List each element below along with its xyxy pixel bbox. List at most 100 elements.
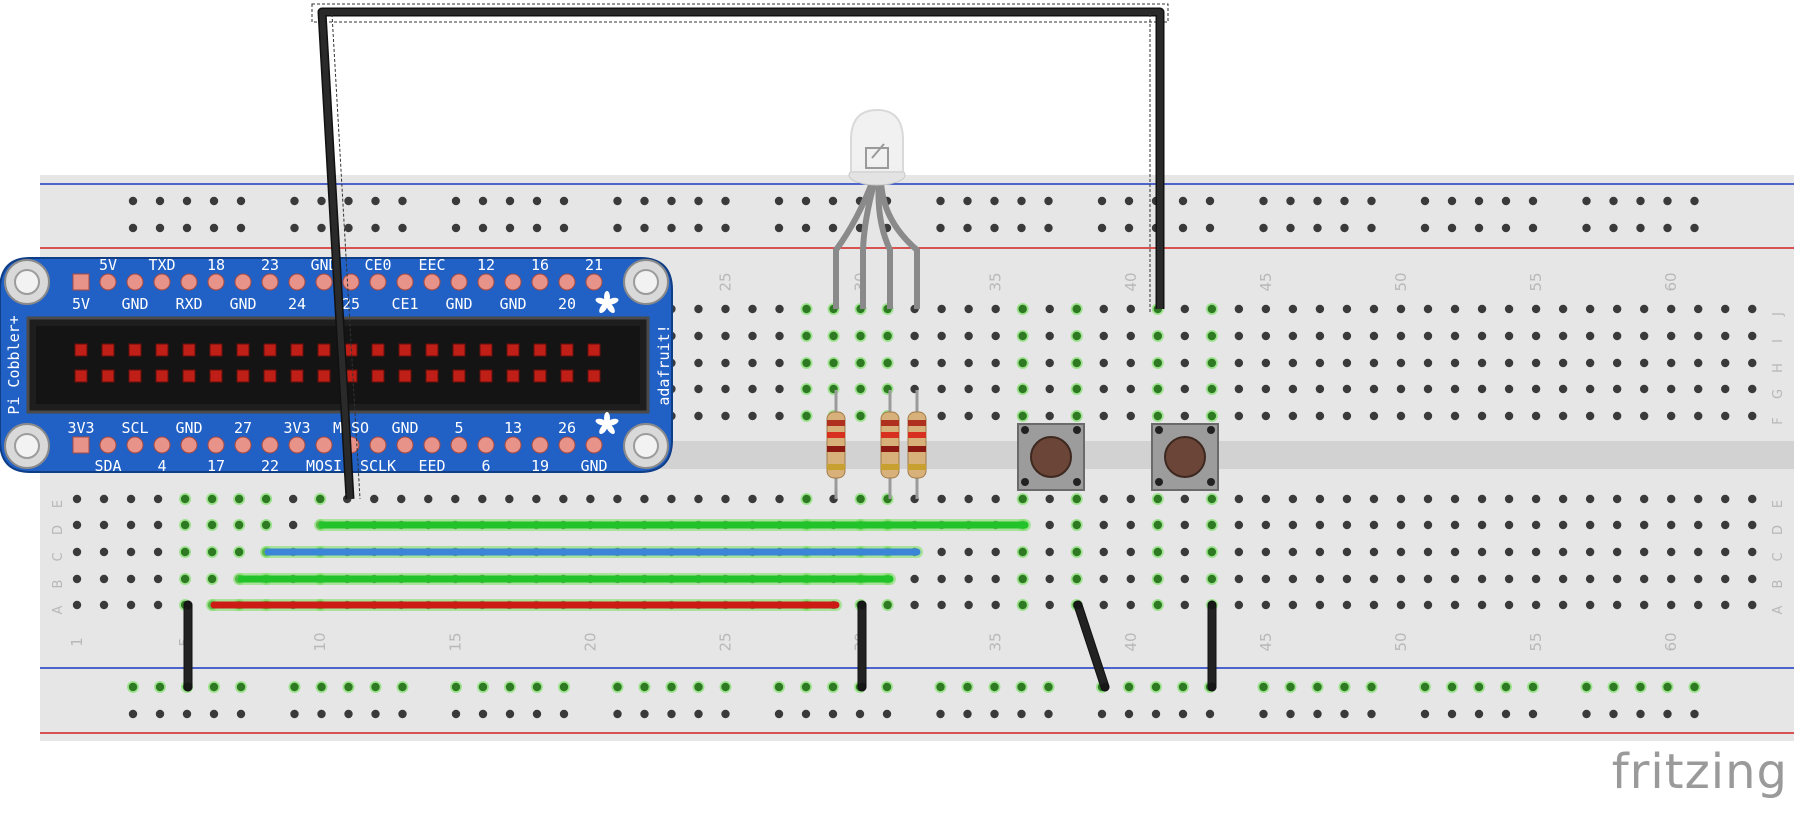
rail-hole (1286, 682, 1295, 692)
hole (1748, 358, 1757, 368)
hole (1477, 600, 1487, 610)
hole (72, 547, 82, 557)
row-label: J (1771, 312, 1786, 317)
rail-hole (1528, 709, 1538, 719)
hole (1531, 547, 1541, 557)
rail-hole (963, 682, 972, 692)
rail-hole (640, 682, 649, 692)
hole (1585, 547, 1595, 557)
hole (1099, 494, 1108, 504)
wire-black-2-end (857, 682, 867, 692)
rail-hole (209, 709, 219, 719)
hole (1504, 520, 1514, 530)
header-pin (128, 369, 142, 383)
rail-hole (371, 682, 380, 692)
hole (1369, 520, 1379, 530)
hole (694, 358, 703, 368)
rail-hole (1690, 196, 1699, 206)
rail-hole (640, 709, 649, 719)
hole (397, 494, 406, 504)
hole (1126, 600, 1135, 610)
rail-hole (1447, 223, 1457, 233)
hole (1099, 384, 1108, 394)
logo-petal (606, 423, 615, 435)
rail-hole (1124, 682, 1134, 692)
hole (1153, 547, 1163, 557)
hole (1315, 384, 1325, 394)
led-die (865, 143, 889, 169)
hole (1450, 411, 1460, 421)
rail-hole (128, 196, 138, 206)
hole (1045, 520, 1054, 530)
hole (1694, 331, 1703, 341)
cobbler-pin-label: 3V3 (283, 419, 310, 437)
resistor-1-band (827, 432, 845, 438)
rail-hole (721, 223, 730, 233)
cobbler-pin-label: CE1 (391, 295, 418, 313)
header-pin (533, 343, 547, 357)
rail-hole (478, 223, 488, 233)
cobbler-pin-label: TXD (148, 256, 175, 274)
hole (1423, 600, 1433, 610)
hole (910, 331, 919, 341)
header-pin (425, 369, 439, 383)
hole (1694, 358, 1703, 368)
header-pin (587, 369, 601, 383)
hole (1721, 547, 1730, 557)
hole (1180, 304, 1190, 314)
hole (1342, 304, 1352, 314)
rail-hole (559, 223, 569, 233)
cobbler-pin-label: EED (418, 457, 445, 475)
hole (1207, 384, 1217, 394)
hole (937, 358, 946, 368)
logo-petal (606, 418, 619, 426)
pad (558, 273, 576, 291)
header-pin (74, 369, 88, 383)
hole (1396, 494, 1406, 504)
rail-hole (936, 709, 945, 719)
hole (1369, 331, 1379, 341)
hole (1450, 304, 1460, 314)
hole (721, 411, 730, 421)
rail-hole (828, 682, 838, 692)
hole (1721, 520, 1730, 530)
hole (1666, 600, 1676, 610)
resistor-2-band (881, 464, 899, 470)
cobbler-pin-label: 17 (207, 457, 225, 475)
hole (1234, 304, 1244, 314)
hole (1748, 520, 1757, 530)
push-button-1-corner (1021, 478, 1029, 486)
rail-hole (1474, 223, 1484, 233)
hole (1018, 411, 1027, 421)
rail-hole (1044, 709, 1053, 719)
row-label: B (51, 580, 66, 589)
hole (829, 331, 838, 341)
rail-hole (694, 682, 703, 692)
rail-hole (1501, 196, 1511, 206)
resistor-1-band (827, 446, 845, 452)
rail-hole (451, 223, 461, 233)
column-label: 45 (1257, 272, 1275, 291)
hole (1477, 411, 1487, 421)
hole (424, 494, 433, 504)
cobbler-pin-label: SCLK (360, 457, 396, 475)
pad (504, 273, 522, 291)
hole (1721, 600, 1730, 610)
hole (856, 358, 865, 368)
hole (1207, 494, 1217, 504)
rail-hole (1582, 223, 1591, 233)
rgb-led (850, 108, 904, 173)
hole (1342, 358, 1352, 368)
hole (1504, 574, 1514, 584)
hole (153, 520, 163, 530)
hole (1612, 574, 1622, 584)
cobbler-pin-label: 21 (585, 256, 603, 274)
selection-box (311, 3, 1169, 23)
hole (1369, 494, 1379, 504)
rail-hole (478, 196, 488, 206)
push-button-2-corner (1155, 426, 1163, 434)
rail-hole (1609, 709, 1618, 719)
pad (72, 273, 90, 291)
rail-hole (1528, 196, 1538, 206)
hole (315, 494, 325, 504)
